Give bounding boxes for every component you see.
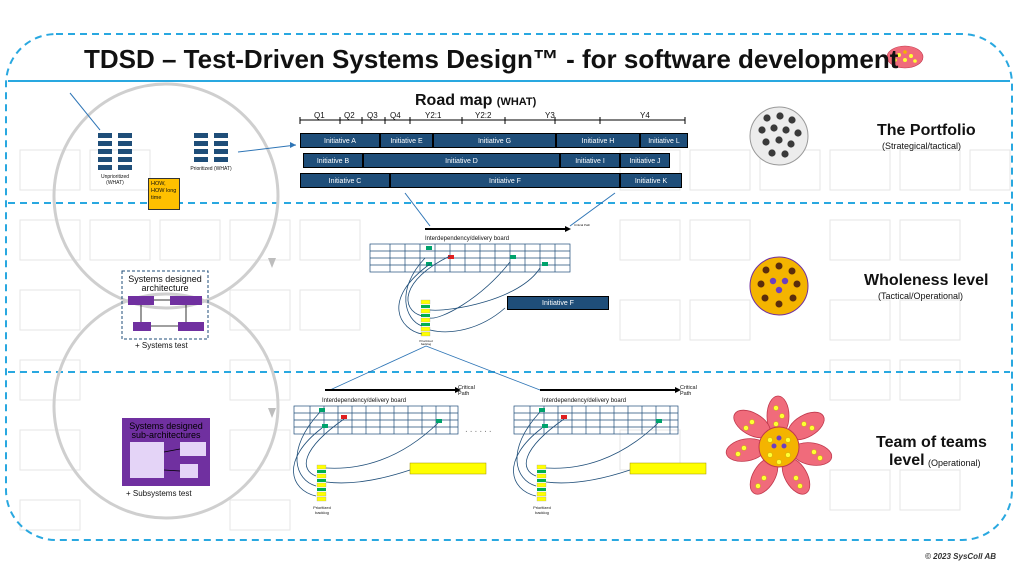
more-boards-ellipsis: ...... (465, 424, 494, 435)
initiative-c: Initiative C (300, 173, 390, 188)
team-title-line1: Team of teams (876, 434, 987, 451)
initiative-a: Initiative A (300, 133, 380, 148)
quarter-label: Y3 (545, 111, 555, 120)
initiative-b: Initiative B (303, 153, 363, 168)
how-note: HOW, HOW long time (148, 178, 180, 210)
wholeness-board-label: Interdependency/delivery board (425, 236, 510, 242)
unprioritized-label: Unprioritized (WHAT) (100, 174, 130, 186)
prioritized-label: Prioritized (WHAT) (190, 166, 232, 172)
initiative-f-card: Initiative F (507, 296, 609, 310)
initiative-l: Initiative L (640, 133, 688, 148)
initiative-f: Initiative F (390, 173, 620, 188)
architecture-title: Systems designed architecture (128, 274, 202, 293)
wholeness-subtitle: (Tactical/Operational) (878, 291, 964, 301)
quarter-label: Y2:2 (475, 111, 492, 120)
team-board-label-right: Interdependency/delivery board (542, 398, 627, 404)
initiative-d: Initiative D (363, 153, 560, 168)
quarter-label: Y2:1 (425, 111, 442, 120)
initiative-h: Initiative H (556, 133, 640, 148)
critical-path-top: Critical Path (574, 223, 591, 227)
team-subtitle: (Operational) (928, 458, 981, 468)
subsystems-test-label: + Subsystems test (126, 489, 192, 498)
roadmap-title-suffix: (WHAT) (496, 96, 537, 108)
quarter-label: Q1 (314, 111, 325, 120)
systems-test-label: + Systems test (135, 341, 188, 350)
copyright: © 2023 SysColl AB (925, 552, 996, 561)
prioritized-backlog-wholeness: Prioritized backlog (419, 339, 433, 346)
page-title: TDSD – Test-Driven Systems Design™ - for… (84, 44, 899, 74)
critical-path-right: Critical Path (680, 385, 697, 397)
prioritized-backlog-right: Prioritized backlog (533, 505, 551, 515)
roadmap-title: Road map (WHAT) (415, 92, 536, 110)
wholeness-title: Wholeness level (864, 272, 989, 289)
portfolio-title: The Portfolio (877, 122, 976, 139)
initiative-g: Initiative G (433, 133, 556, 148)
team-board-label-left: Interdependency/delivery board (322, 398, 407, 404)
quarter-label: Q2 (344, 111, 355, 120)
team-title-line2: level (889, 452, 925, 469)
prioritized-backlog-left: Prioritized backlog (313, 505, 331, 515)
critical-path-left: Critical Path (458, 385, 475, 397)
initiative-e: Initiative E (380, 133, 433, 148)
sub-architecture-title: Systems designed sub-architectures (129, 421, 203, 440)
quarter-label: Q3 (367, 111, 378, 120)
initiative-j: Initiative J (620, 153, 670, 168)
initiative-k: Initiative K (620, 173, 682, 188)
quarter-label: Y4 (640, 111, 650, 120)
roadmap-title-main: Road map (415, 92, 493, 109)
quarter-label: Q4 (390, 111, 401, 120)
portfolio-subtitle: (Strategical/tactical) (882, 141, 962, 151)
initiative-i: Initiative I (560, 153, 620, 168)
